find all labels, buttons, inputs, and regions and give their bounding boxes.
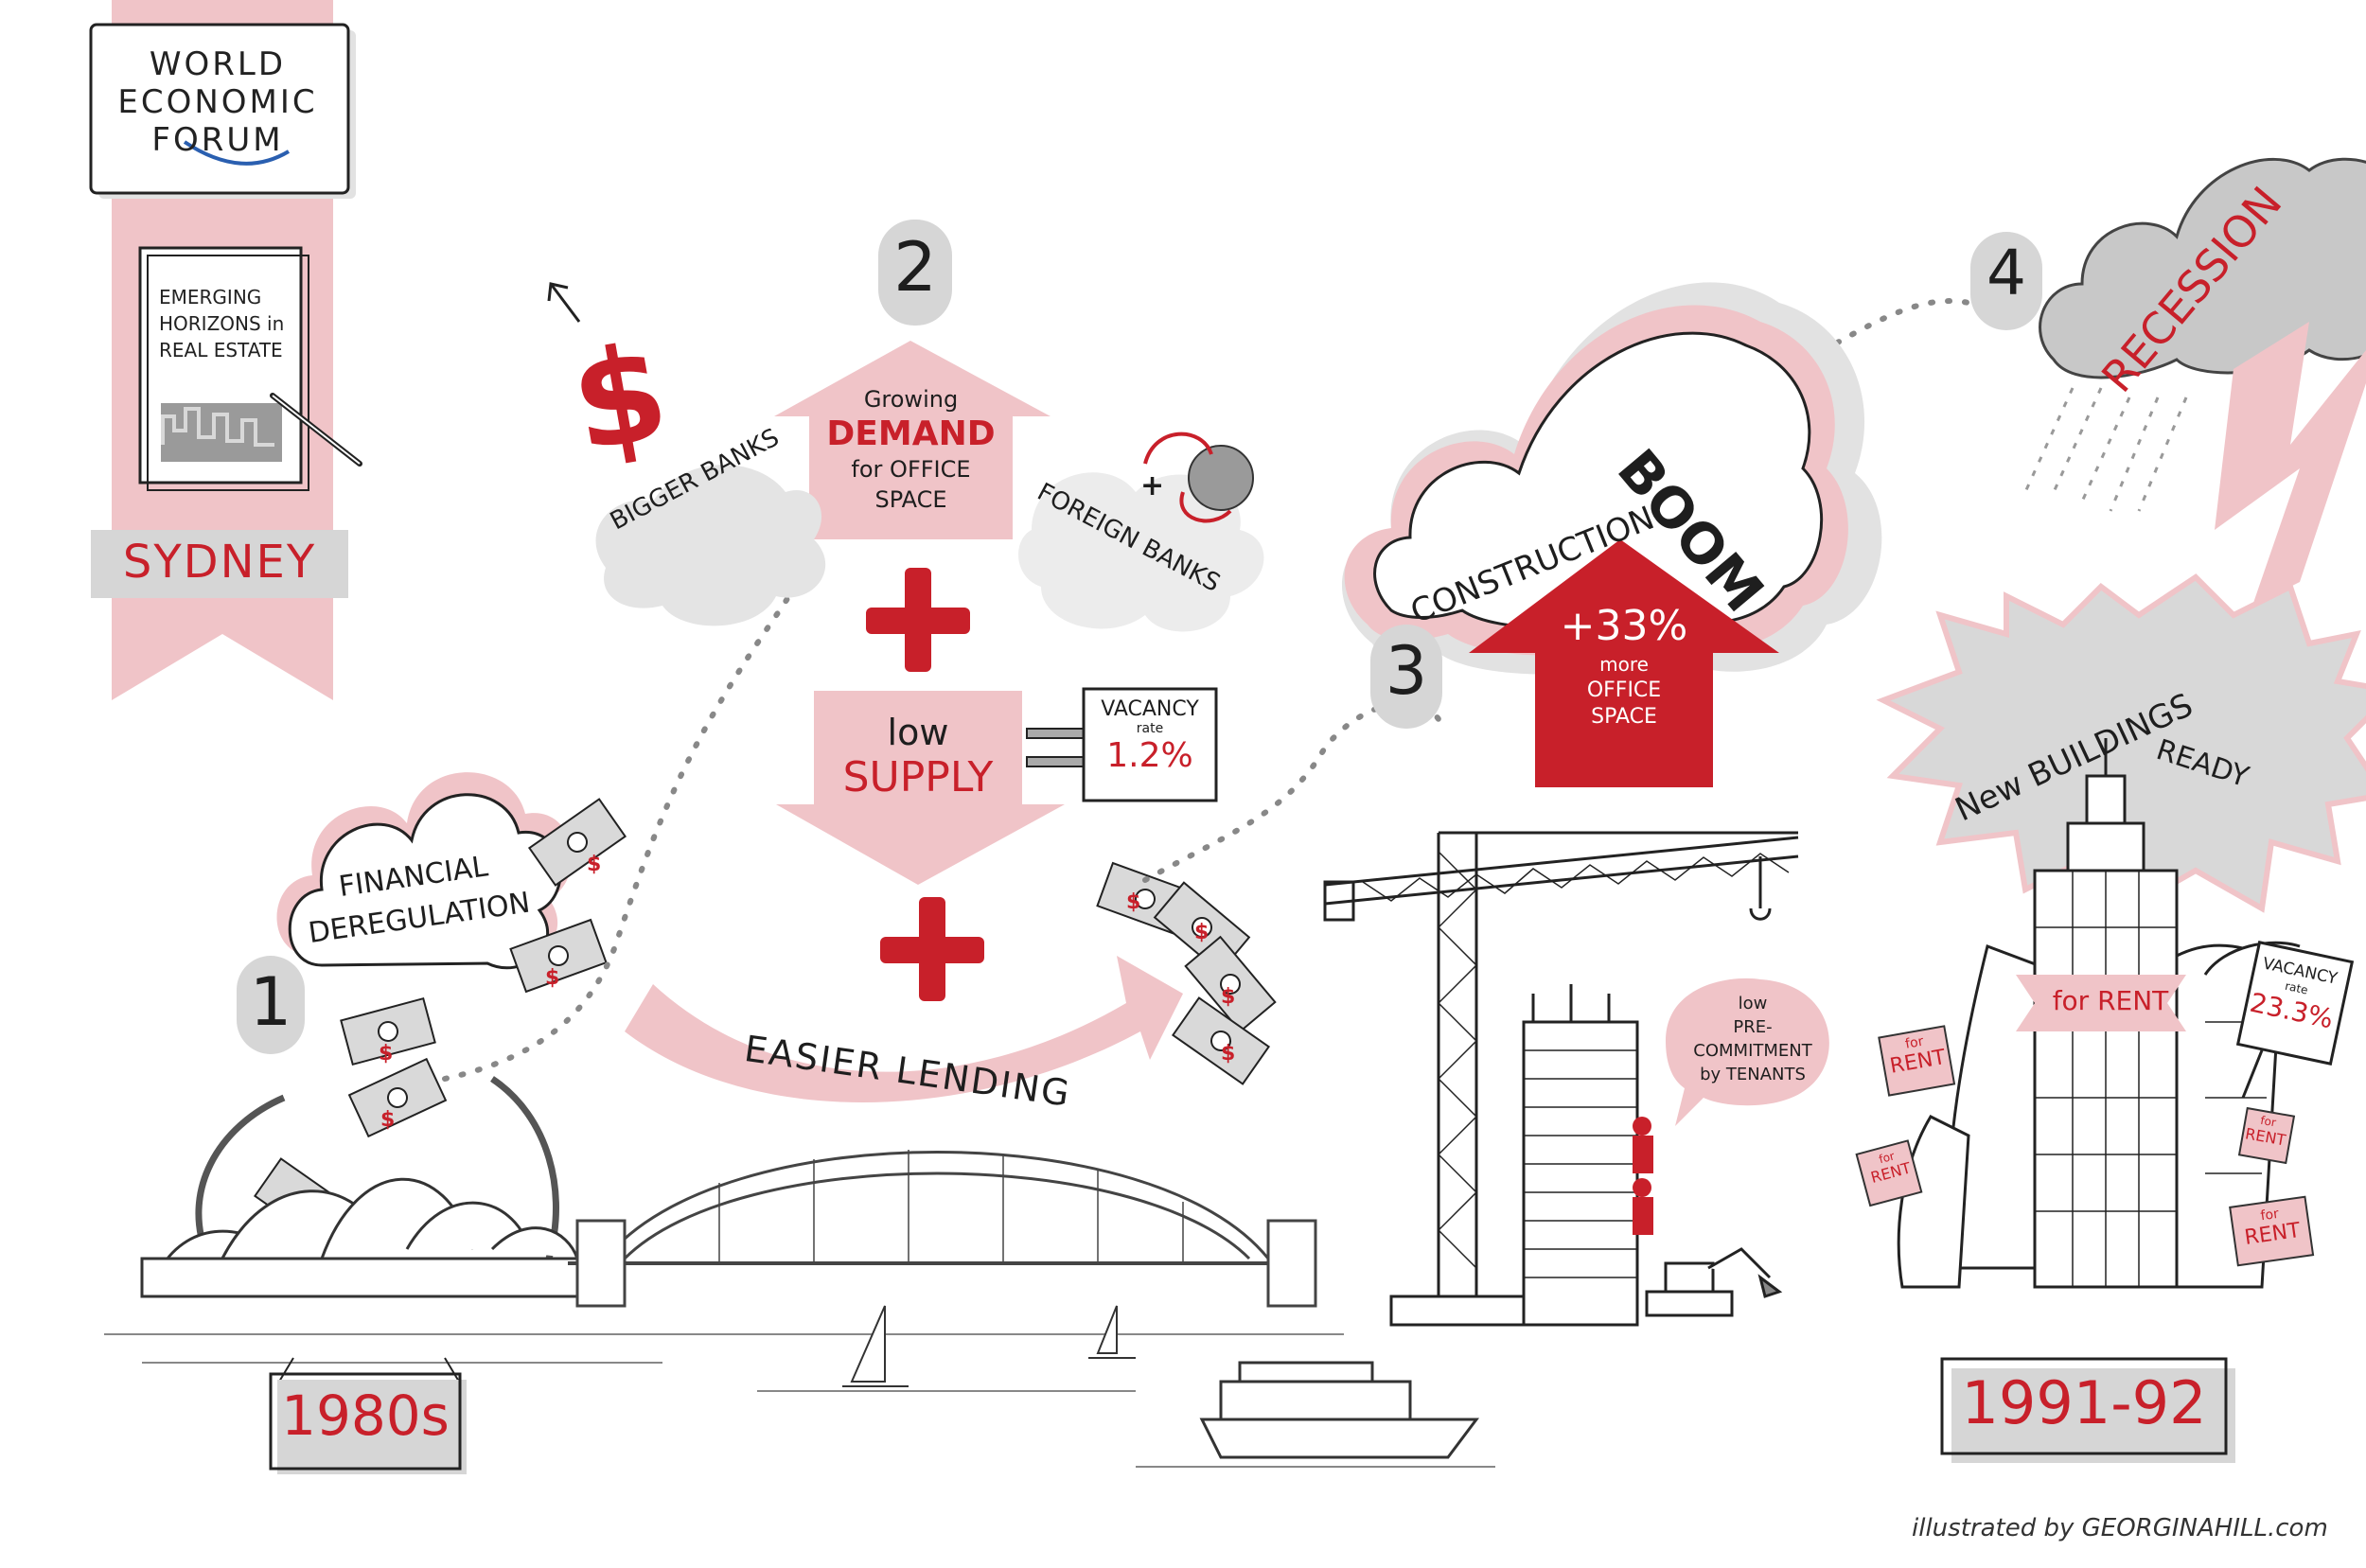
construction-crane [1323,831,1799,1327]
vacancy-sign-small [1026,687,1218,802]
precommitment-line-2: PRE-COMMITMENT [1693,1017,1812,1061]
step-2-number: 2 [893,227,937,307]
step-1-badge [237,956,305,1054]
boom-increase-line-1: more [1599,653,1649,676]
era-1991-92-label: 1991-92 [1961,1368,2207,1437]
vacancy-small-title: VACANCY [1101,697,1199,721]
demand-line-2: DEMAND [826,414,996,453]
demand-line-4: SPACE [874,486,947,513]
boom-up-arrow [1469,539,1779,787]
step-3-badge [1370,625,1442,729]
illustrator-credit[interactable]: illustrated by GEORGINAHILL.com [1912,1514,2328,1542]
ferry [1199,1361,1479,1459]
supply-down-arrow [776,691,1065,885]
boom-increase-value: +33% [1560,602,1688,650]
boom-increase: +33% more OFFICE SPACE [1535,602,1713,731]
era-sign-1980s [269,1357,467,1474]
step-3-number: 3 [1385,632,1428,710]
precommitment-line-3: by TENANTS [1700,1065,1806,1084]
svg-text:$: $ [545,966,559,990]
report-title-line-1: EMERGING [159,286,262,308]
foreign-banks-plus: + [1140,469,1165,502]
rain-drops [2023,387,2188,512]
plus-sign-1 [866,568,970,672]
deregulation-cloud [276,772,573,970]
demand-line-3: for OFFICE [851,456,971,483]
for-rent-main-label: for RENT [2052,985,2169,1016]
sailboats [842,1305,1136,1387]
money-bills [253,798,1277,1246]
wef-logo: WORLD ECONOMIC FORUM [104,45,331,159]
era-1980s-label: 1980s [281,1383,450,1448]
step-2-badge [878,220,952,326]
bigger-banks-cloud [595,465,826,626]
boom-cloud [1341,282,1882,675]
demand-label: Growing DEMAND for OFFICE SPACE [809,384,1013,515]
report-title-line-2: HORIZONS in [159,312,285,335]
svg-text:$: $ [380,1108,395,1132]
building-under-construction [1522,984,1639,1327]
supply-line-1: low [887,712,949,753]
plus-sign-2 [880,897,984,1001]
tenant-figures [1633,1117,1653,1235]
vacancy-small-label: VACANCY rate 1.2% [1084,698,1216,776]
excavator [1645,1247,1783,1317]
svg-text:$: $ [1221,1042,1235,1066]
svg-text:$: $ [1126,890,1140,914]
report-title: EMERGING HORIZONS in REAL ESTATE [159,284,301,363]
wef-logo-line-1: WORLD [149,45,287,83]
precommitment-bubble [1666,978,1829,1126]
svg-text:$: $ [587,853,601,876]
recession-cloud [2039,157,2366,379]
city-label: SYDNEY [122,536,317,589]
step-4-badge [1970,232,2042,330]
era-sign-1991-92 [1940,1357,2235,1463]
globe-icon [1188,445,1254,511]
vacancy-sign-large [2235,941,2355,1099]
explosion-burst [1876,573,2366,913]
vacancy-small-rate: rate [1136,721,1164,736]
supply-line-2: SUPPLY [842,753,994,802]
demand-up-arrow [774,341,1051,539]
precommitment-label: low PRE-COMMITMENT by TENANTS [1677,992,1828,1086]
report-title-line-3: REAL ESTATE [159,339,283,361]
sydney-banner [89,0,362,700]
supply-label: low SUPPLY [814,712,1022,802]
vacancy-small-value: 1.2% [1106,736,1193,775]
precommitment-line-1: low [1738,994,1768,1013]
svg-text:$: $ [1221,985,1235,1009]
lightning-bolt [2215,322,2366,606]
harbour-water [104,1333,1495,1468]
demand-line-1: Growing [863,386,959,413]
opera-house [140,1177,598,1298]
boom-increase-line-3: SPACE [1591,705,1657,729]
easier-lending-arrow [625,956,1183,1102]
step-4-number: 4 [1986,237,2026,309]
wef-logo-line-2: ECONOMIC [117,83,318,121]
svg-text:$: $ [1194,921,1209,944]
wef-logo-line-3: FORUM [151,121,284,159]
foreign-banks-cloud [1018,472,1264,632]
step-1-number: 1 [249,963,292,1041]
svg-text:$: $ [379,1042,393,1066]
boom-increase-line-2: OFFICE [1586,678,1662,702]
harbour-bridge [568,1150,1317,1308]
for-rent-signs [1855,1025,2315,1267]
plus-sign-2-label: + [0,1,1,2]
for-rent-banner [2016,975,2186,1031]
dollar-icon: $ [561,315,679,483]
